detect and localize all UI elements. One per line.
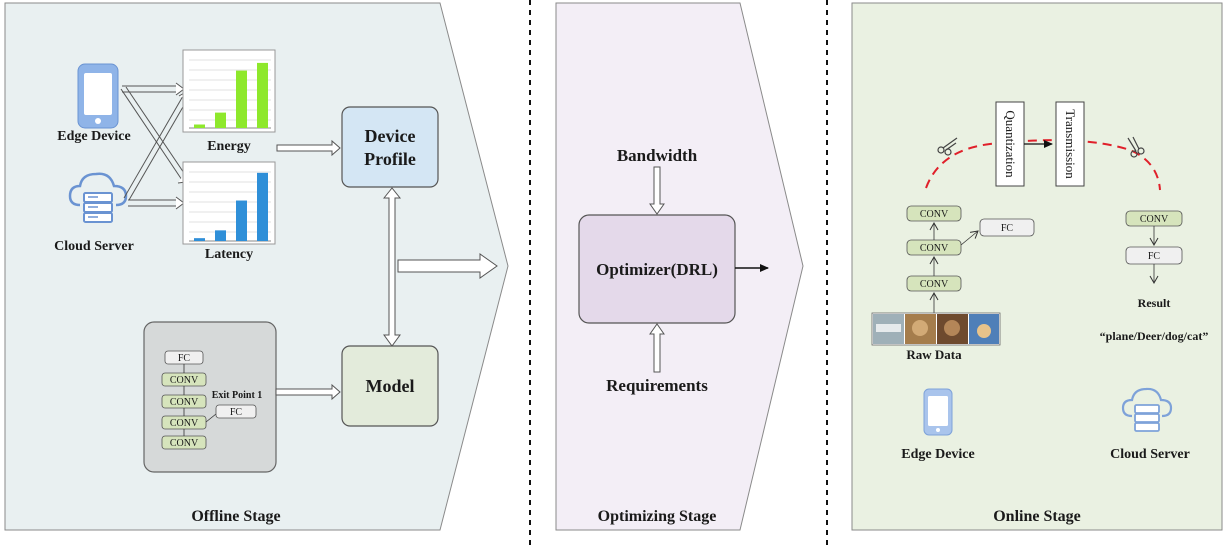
offline-stage-label: Offline Stage: [191, 508, 280, 525]
conv-label-4: CONV: [170, 438, 199, 449]
raw-data-label: Raw Data: [906, 347, 962, 362]
energy-label: Energy: [207, 139, 251, 154]
energy-to-profile-arrow: [276, 139, 341, 157]
profile-model-arrow: [382, 187, 402, 347]
latency-bar-4: [257, 172, 268, 241]
dnn-to-model-arrow: [275, 383, 341, 401]
online-stage-label: Online Stage: [993, 508, 1081, 525]
offline-output-arrow: [397, 253, 498, 279]
device-profile-label-2: Profile: [364, 149, 416, 169]
conv-label-2: CONV: [170, 397, 199, 408]
bandwidth-arrow: [649, 166, 665, 215]
device-profile-box: [341, 106, 439, 188]
online-fc-exit: [979, 218, 1035, 237]
fc-exit-layer: [215, 404, 257, 419]
transmission-box: [1055, 101, 1085, 187]
requirements-label: Requirements: [606, 376, 708, 395]
online-conv-label-3: CONV: [920, 279, 949, 290]
phone-icon: [77, 63, 119, 129]
cloud-server-label: Cloud Server: [54, 239, 134, 254]
transmission-label: Transmission: [1063, 109, 1078, 179]
energy-bar-2: [215, 112, 226, 128]
latency-bar-3: [236, 200, 247, 241]
energy-bar-3: [236, 70, 247, 128]
raw-data-images: [871, 312, 1001, 346]
energy-bars: [194, 62, 268, 128]
scissors-icon-right: [1127, 136, 1145, 158]
online-edge-connectors: [929, 221, 979, 313]
latency-bars: [194, 172, 268, 241]
result-label: Result: [1138, 296, 1171, 310]
latency-label: Latency: [205, 247, 253, 262]
edge-device-label: Edge Device: [57, 129, 130, 144]
requirements-arrow: [649, 323, 665, 373]
online-cloud-server-label: Cloud Server: [1110, 447, 1190, 462]
dnn-layer-connectors: [183, 364, 217, 436]
fc-exit-label: FC: [230, 407, 243, 418]
online-cloud-server-icon: [1121, 387, 1173, 432]
model-box: [341, 345, 439, 427]
conv-label-3: CONV: [170, 418, 199, 429]
device-profile-label-1: Device: [365, 126, 416, 146]
scissors-icon-left: [937, 137, 958, 156]
online-conv-label-1: CONV: [920, 209, 949, 220]
cloud-fc-label: FC: [1148, 251, 1161, 262]
latency-bar-1: [194, 238, 205, 241]
quantization-box: [995, 101, 1025, 187]
online-stage-panel: [851, 2, 1223, 531]
online-conv-label-2: CONV: [920, 243, 949, 254]
latency-bar-2: [215, 230, 226, 241]
result-value: “plane/Deer/dog/cat”: [1100, 329, 1209, 343]
energy-bar-4: [257, 62, 268, 128]
quantization-label: Quantization: [1003, 110, 1018, 178]
cloud-conv-label: CONV: [1140, 214, 1169, 225]
online-fc-exit-label: FC: [1001, 223, 1014, 234]
online-edge-device-label: Edge Device: [901, 447, 974, 462]
cloud-server-icon: [68, 172, 128, 223]
bandwidth-label: Bandwidth: [617, 146, 698, 165]
conv-layers-offline: [161, 372, 207, 450]
optimizing-stage-label: Optimizing Stage: [598, 508, 717, 525]
online-phone-icon: [923, 388, 953, 436]
latency-chart: [182, 161, 276, 245]
energy-bar-1: [194, 124, 205, 128]
energy-chart: [182, 49, 276, 133]
fc-top-label: FC: [178, 353, 191, 364]
model-label: Model: [366, 376, 415, 396]
exit-point-label: Exit Point 1: [212, 390, 263, 401]
optimizer-box: [578, 214, 736, 324]
optimizer-label: Optimizer(DRL): [596, 260, 718, 279]
conv-label-1: CONV: [170, 375, 199, 386]
